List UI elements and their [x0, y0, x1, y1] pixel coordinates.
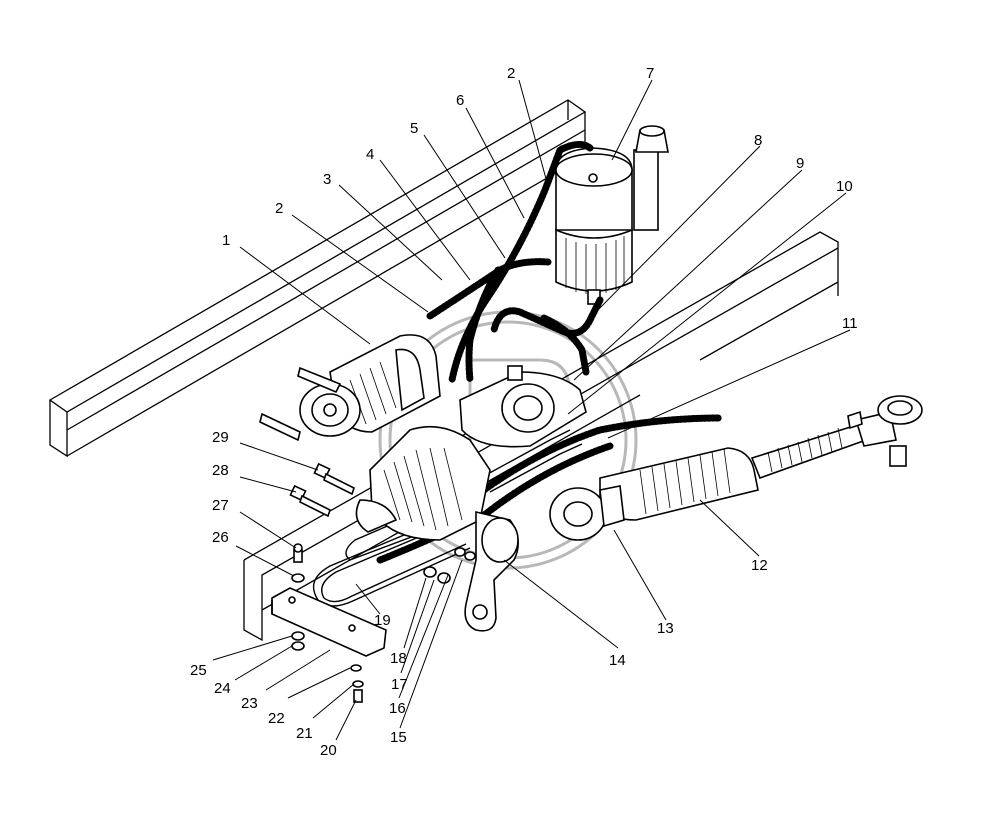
callout-28: 28 [212, 462, 229, 479]
callout-22: 22 [268, 710, 285, 727]
callout-9: 9 [796, 155, 804, 172]
callout-23: 23 [241, 695, 258, 712]
callout-7: 7 [646, 65, 654, 82]
steering-gear [355, 365, 587, 632]
callout-5: 5 [410, 120, 418, 137]
callout-25: 25 [190, 662, 207, 679]
callout-3: 3 [323, 171, 331, 188]
reservoir-tank [555, 125, 669, 305]
callout-24: 24 [214, 680, 231, 697]
callout-14: 14 [609, 652, 626, 669]
callout-13: 13 [657, 620, 674, 637]
callout-6: 6 [456, 92, 464, 109]
callout-18: 18 [390, 650, 407, 667]
fasteners [289, 462, 476, 703]
callout-26: 26 [212, 529, 229, 546]
callout-29: 29 [212, 429, 229, 446]
callout-8: 8 [754, 132, 762, 149]
callout-1: 1 [222, 232, 230, 249]
mounting-bracket [271, 587, 387, 657]
callout-20: 20 [320, 742, 337, 759]
callout-10: 10 [836, 178, 853, 195]
callout-labels: 1 2 3 4 5 6 2 7 8 9 10 11 12 13 14 15 16… [190, 65, 858, 759]
hoses [376, 141, 724, 564]
callout-2-left: 2 [275, 200, 283, 217]
callout-16: 16 [389, 700, 406, 717]
power-steering-pump [259, 334, 441, 442]
callout-17: 17 [391, 676, 408, 693]
callout-21: 21 [296, 725, 313, 742]
callout-11: 11 [842, 315, 858, 332]
callout-2-top: 2 [507, 65, 515, 82]
callout-19: 19 [374, 612, 391, 629]
callout-4: 4 [366, 146, 374, 163]
callout-15: 15 [390, 729, 407, 746]
leader-lines [212, 79, 851, 741]
callout-27: 27 [212, 497, 229, 514]
callout-12: 12 [751, 557, 768, 574]
power-cylinder [549, 395, 923, 541]
